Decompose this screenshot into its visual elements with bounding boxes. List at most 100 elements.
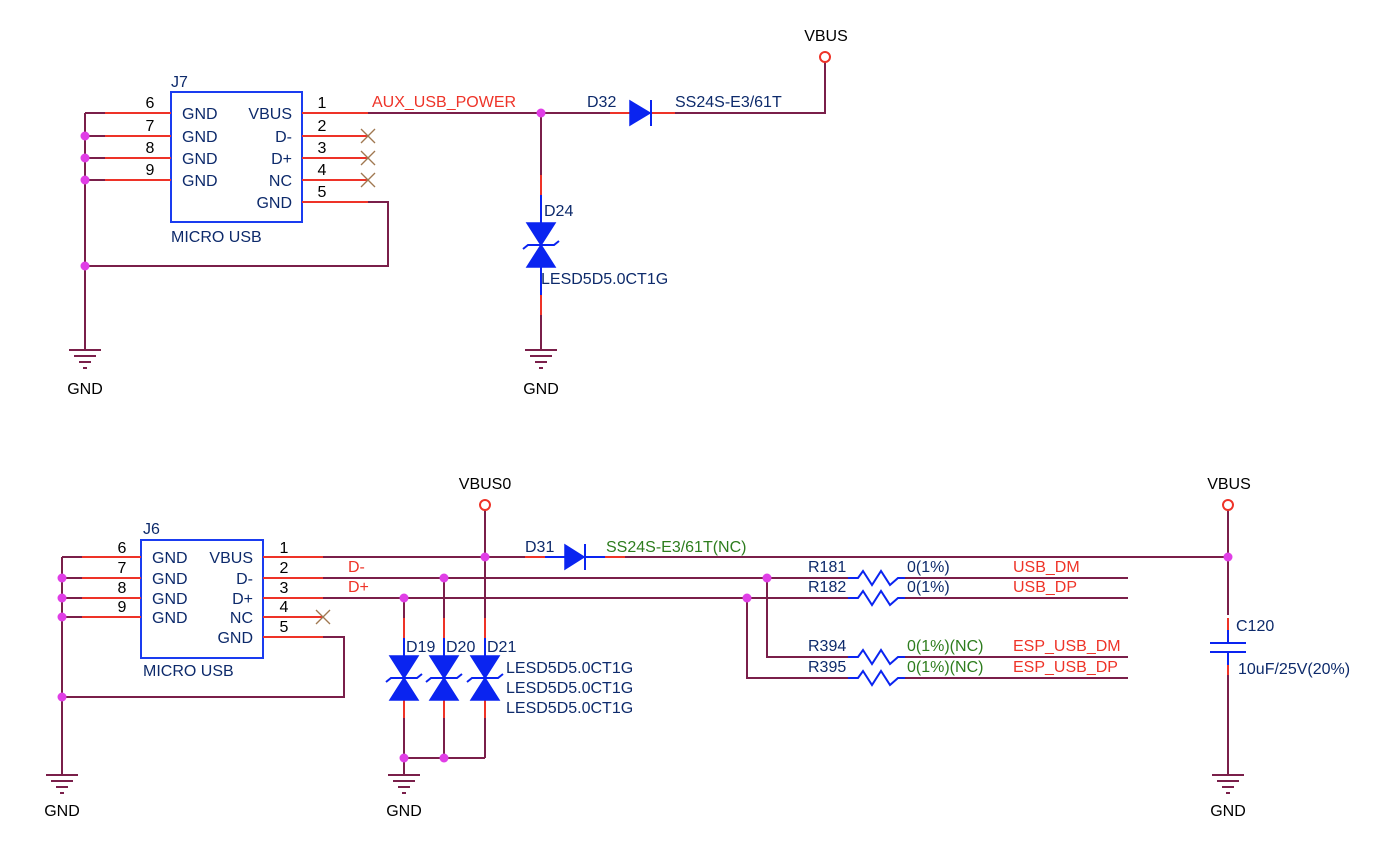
gnd-bottom-cap: GND (1210, 774, 1246, 820)
diode-value: SS24S-E3/61T (675, 94, 782, 111)
pin-name: D- (236, 571, 253, 588)
tvs-ref: D24 (544, 203, 573, 220)
gnd-top-tvs: GND (523, 349, 559, 398)
resistor-r181: R181 0(1%) USB_DM (808, 559, 1080, 587)
pin-number: 8 (118, 580, 127, 597)
pin-name: GND (182, 106, 218, 123)
diode-ref: D31 (525, 539, 554, 556)
ground-icon (68, 349, 102, 369)
pin-name: GND (182, 173, 218, 190)
pin-name: NC (269, 173, 292, 190)
pin-number: 8 (146, 140, 155, 157)
connector-type: MICRO USB (143, 663, 234, 680)
tvs-diode-icon (385, 655, 423, 701)
power-vbus-bottom: VBUS (1207, 476, 1251, 511)
pin-number: 3 (280, 580, 289, 597)
pin-number: 2 (318, 118, 327, 135)
top-wires (84, 62, 826, 350)
power-label: VBUS0 (459, 476, 512, 493)
pin-name: GND (152, 571, 188, 588)
pin-name: GND (152, 610, 188, 627)
connector-type: MICRO USB (171, 229, 262, 246)
ground-label: GND (1210, 803, 1246, 820)
connector-j6: J6 MICRO USB 6 7 8 9 GND GND GND GND 1 2… (62, 521, 331, 680)
power-port-icon (479, 499, 491, 511)
resistor-icon (848, 589, 905, 607)
resistor-ref: R395 (808, 659, 846, 676)
capacitor-ref: C120 (1236, 618, 1274, 635)
tvs-diode-icon (425, 655, 463, 701)
diode-icon (564, 543, 586, 571)
resistor-value: 0(1%)(NC) (907, 638, 983, 655)
ground-icon (387, 774, 421, 794)
pin-name: NC (230, 610, 253, 627)
pin-name: D+ (232, 591, 253, 608)
capacitor-value: 10uF/25V(20%) (1238, 661, 1350, 678)
pin-number: 1 (280, 540, 289, 557)
resistors: R181 0(1%) USB_DM R182 0(1%) USB_DP R394… (808, 559, 1121, 687)
power-vbus0: VBUS0 (459, 476, 512, 511)
ground-label: GND (386, 803, 422, 820)
tvs-value: LESD5D5.0CT1G (506, 680, 633, 697)
pin-number: 9 (118, 599, 127, 616)
ground-label: GND (44, 803, 80, 820)
net-label-aux-usb-power: AUX_USB_POWER (372, 94, 516, 111)
resistor-icon (848, 669, 905, 687)
pin-name: GND (152, 591, 188, 608)
pin-number: 5 (280, 619, 289, 636)
resistor-value: 0(1%) (907, 559, 950, 576)
tvs-value: LESD5D5.0CT1G (506, 700, 633, 717)
left-pins: 6 7 8 9 GND GND GND GND (62, 540, 188, 627)
tvs-diode-icon (522, 222, 560, 268)
connector-ref: J6 (143, 521, 160, 538)
power-vbus-top: VBUS (804, 28, 848, 63)
net-label: USB_DP (1013, 579, 1077, 596)
pin-number: 7 (118, 560, 127, 577)
pin-number: 4 (280, 599, 289, 616)
connector-body (140, 539, 264, 659)
pin-number: 6 (146, 95, 155, 112)
ground-icon (524, 349, 558, 369)
junctions (57, 552, 1233, 763)
right-pins: 1 2 3 4 5 VBUS D- D+ NC GND (248, 95, 376, 212)
net-label: ESP_USB_DP (1013, 659, 1118, 676)
resistor-ref: R394 (808, 638, 846, 655)
pin-name: VBUS (209, 550, 253, 567)
connector-j7: J7 MICRO USB 6 7 8 9 GND GND GND GND 1 2… (85, 74, 376, 246)
tvs-ref: D19 (406, 639, 435, 656)
ground-label: GND (523, 381, 559, 398)
pin-number: 3 (318, 140, 327, 157)
diode-icon (629, 99, 652, 127)
resistor-r394: R394 0(1%)(NC) ESP_USB_DM (808, 638, 1121, 666)
net-label: USB_DM (1013, 559, 1080, 576)
gnd-bottom-tvs: GND (386, 774, 422, 820)
resistor-ref: R181 (808, 559, 846, 576)
resistor-value: 0(1%)(NC) (907, 659, 983, 676)
pin-name: GND (152, 550, 188, 567)
pin-number: 5 (318, 184, 327, 201)
power-port-icon (819, 51, 831, 63)
pin-number: 7 (146, 118, 155, 135)
pin-name: D+ (271, 151, 292, 168)
junctions (80, 108, 546, 271)
net-label-d-minus: D- (348, 559, 365, 576)
power-label: VBUS (1207, 476, 1251, 493)
power-label: VBUS (804, 28, 848, 45)
gnd-top-left: GND (67, 349, 103, 398)
tvs-array: D19 D20 D21 LESD5D5.0CT1G LESD5D5.0CT1G … (385, 618, 633, 718)
resistor-r395: R395 0(1%)(NC) ESP_USB_DP (808, 659, 1118, 687)
net-label-d-plus: D+ (348, 579, 369, 596)
pin-number: 4 (318, 162, 327, 179)
pin-name: VBUS (248, 106, 292, 123)
pin-number: 9 (146, 162, 155, 179)
pin-name: GND (217, 630, 253, 647)
gnd-bottom-left: GND (44, 774, 80, 820)
resistor-r182: R182 0(1%) USB_DP (808, 579, 1077, 607)
pin-number: 6 (118, 540, 127, 557)
ground-label: GND (67, 381, 103, 398)
pin-name: GND (182, 129, 218, 146)
pin-name: GND (256, 195, 292, 212)
resistor-icon (848, 648, 905, 666)
left-pins: 6 7 8 9 GND GND GND GND (85, 95, 218, 190)
diode-d31: D31 SS24S-E3/61T(NC) (525, 539, 747, 571)
